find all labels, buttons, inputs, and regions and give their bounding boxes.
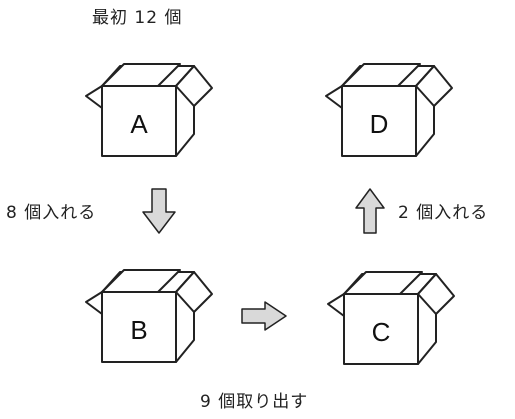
- box-d: D: [325, 63, 453, 157]
- box-a: A: [85, 63, 213, 157]
- arrow-right-icon: [241, 301, 287, 331]
- box-b: B: [85, 269, 213, 363]
- box-c-letter: C: [372, 317, 391, 347]
- take-out-label: 9 個取り出す: [200, 392, 309, 412]
- box-c: C: [327, 271, 455, 365]
- add-to-b-label: 8 個入れる: [6, 203, 97, 223]
- initial-count-label: 最初 12 個: [92, 8, 183, 28]
- box-b-letter: B: [130, 315, 147, 345]
- box-a-letter: A: [130, 109, 148, 139]
- arrow-up-icon: [355, 188, 385, 234]
- arrow-down-icon: [142, 188, 176, 234]
- box-d-letter: D: [370, 109, 389, 139]
- add-to-d-label: 2 個入れる: [398, 203, 489, 223]
